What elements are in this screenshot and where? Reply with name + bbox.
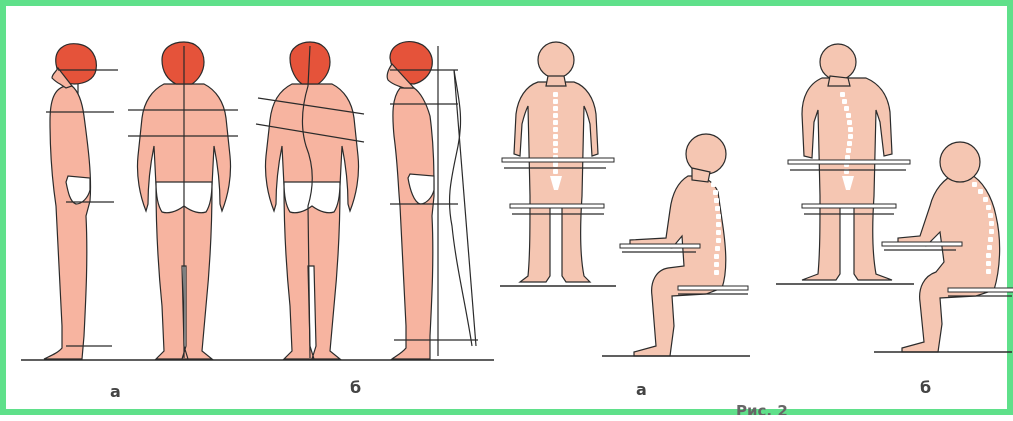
caption-fragment: Рис. 2 bbox=[736, 404, 788, 415]
posture-label-a: а bbox=[110, 384, 121, 400]
figure-sitting-back-incorrect bbox=[776, 44, 914, 284]
figure-back-scoliosis bbox=[256, 42, 364, 359]
figure-sitting-side-correct bbox=[602, 134, 750, 356]
figure-sitting-side-slouched bbox=[874, 142, 1013, 352]
figure-side-stooped bbox=[387, 42, 478, 359]
sitting-label-b: б bbox=[920, 380, 931, 396]
posture-label-b: б bbox=[350, 380, 361, 396]
figure-back-correct bbox=[128, 42, 238, 359]
illustration: .sk { fill:#f7b4a0; stroke:#2b2b2b; stro… bbox=[6, 6, 1013, 421]
figure-sitting-back-correct bbox=[500, 42, 616, 286]
sitting-label-a: а bbox=[636, 382, 647, 398]
figure-side-correct bbox=[44, 44, 118, 359]
